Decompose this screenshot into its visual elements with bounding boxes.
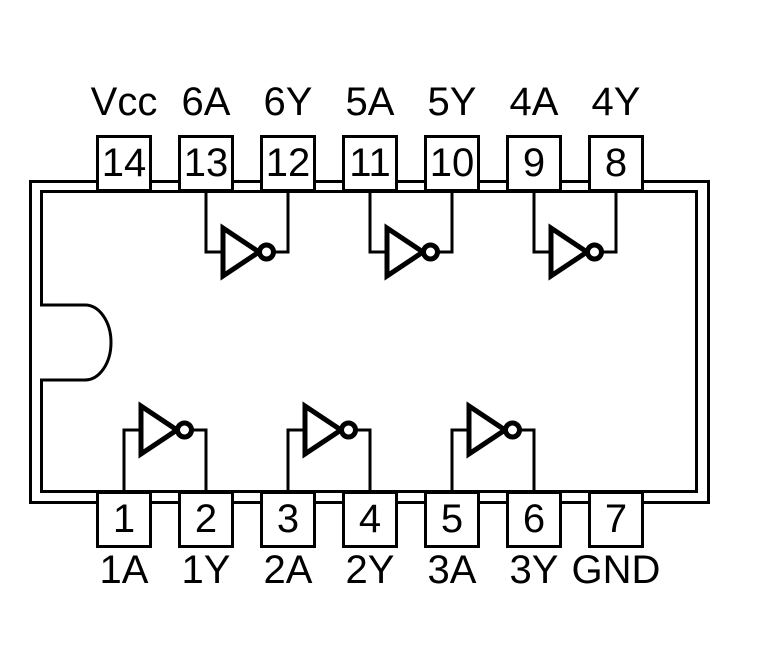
pin-9-box: 9 bbox=[506, 135, 562, 192]
chip-inner-outline-notch bbox=[40, 190, 698, 493]
pin-4-box: 4 bbox=[342, 491, 398, 548]
pin-12-box: 12 bbox=[260, 135, 316, 192]
pin-8-box: 8 bbox=[588, 135, 644, 192]
pin-6-label: 3Y bbox=[509, 548, 559, 592]
pin-10-label: 5Y bbox=[427, 80, 477, 124]
pin-6-box: 6 bbox=[506, 491, 562, 548]
pin-3-box: 3 bbox=[260, 491, 316, 548]
pin-5-box: 5 bbox=[424, 491, 480, 548]
pin-13-box: 13 bbox=[178, 135, 234, 192]
pin-7-box: 7 bbox=[588, 491, 644, 548]
pin-1-box: 1 bbox=[96, 491, 152, 548]
inverter-gate-3 bbox=[452, 406, 534, 497]
pin-14-box: 14 bbox=[96, 135, 152, 192]
pin-12-label: 6Y bbox=[263, 80, 313, 124]
inverter-gate-1 bbox=[124, 406, 206, 497]
pin-1-label: 1A bbox=[99, 548, 149, 592]
pin-7-label: GND bbox=[571, 548, 661, 592]
pin-10-box: 10 bbox=[424, 135, 480, 192]
inverter-gate-6 bbox=[206, 186, 288, 276]
pin-2-label: 1Y bbox=[181, 548, 231, 592]
pin-3-label: 2A bbox=[263, 548, 313, 592]
pin-4-label: 2Y bbox=[345, 548, 395, 592]
inverter-gate-5 bbox=[370, 186, 452, 276]
pin-14-label: Vcc bbox=[90, 80, 158, 124]
pin-5-label: 3A bbox=[427, 548, 477, 592]
pin-9-label: 4A bbox=[509, 80, 559, 124]
pin-11-label: 5A bbox=[345, 80, 395, 124]
pin-11-box: 11 bbox=[342, 135, 398, 192]
pin-8-label: 4Y bbox=[591, 80, 641, 124]
pin-2-box: 2 bbox=[178, 491, 234, 548]
inverter-gate-4 bbox=[534, 186, 616, 276]
pin-13-label: 6A bbox=[181, 80, 231, 124]
inverter-gate-2 bbox=[288, 406, 370, 497]
